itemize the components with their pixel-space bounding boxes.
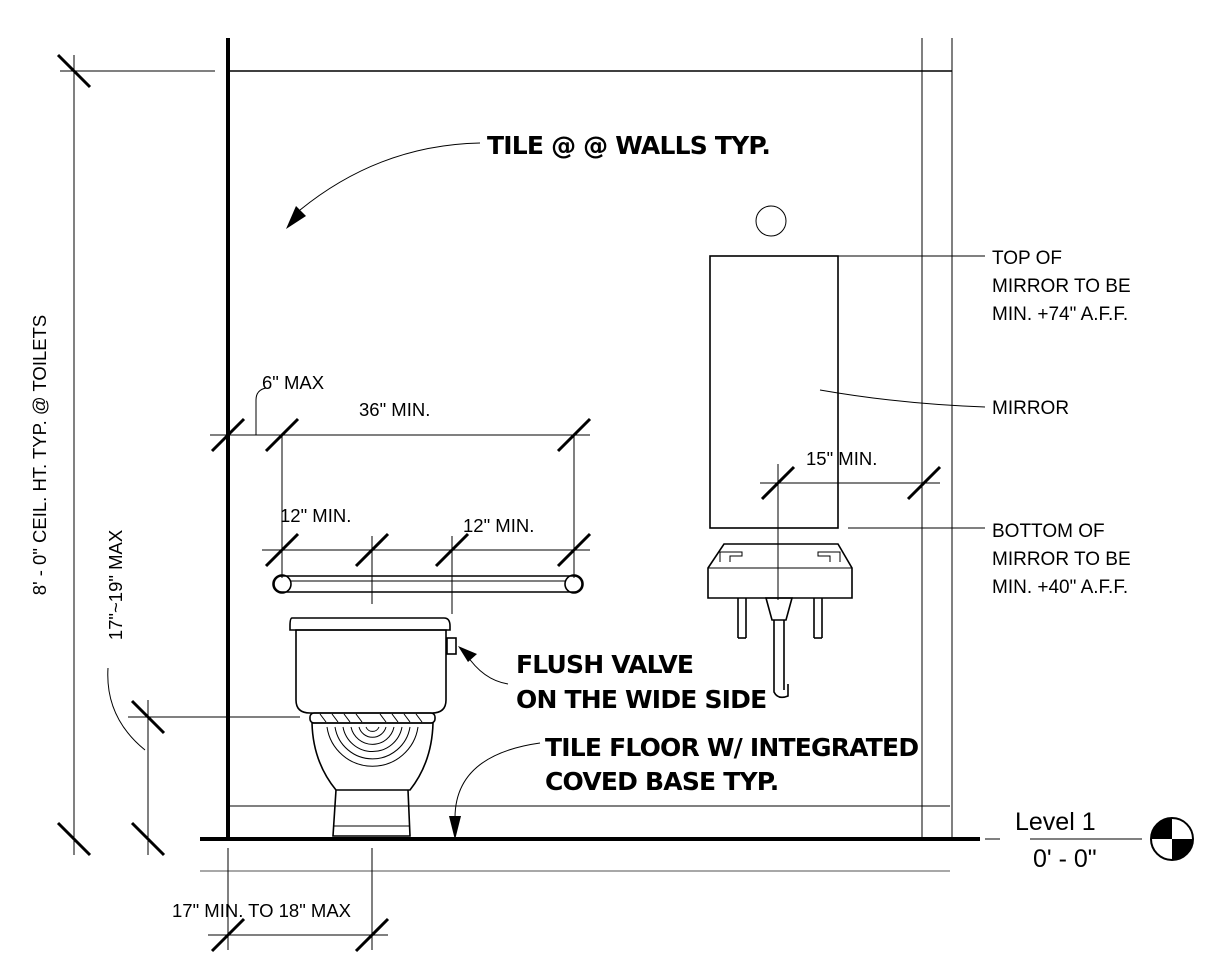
tile-floor-callout-line1: TILE FLOOR W/ INTEGRATED	[545, 733, 918, 762]
toilet-centerline-dimension: 17" MIN. TO 18" MAX	[172, 848, 390, 953]
level-elevation: 0' - 0"	[1033, 845, 1097, 873]
svg-text:TOP OF: TOP OF	[992, 248, 1062, 269]
grab-bar-right-label: 12" MIN.	[463, 515, 534, 536]
grab-bar-left-label: 12" MIN.	[280, 505, 351, 526]
grab-bar-dimensions: 6" MAX 36" MIN. 12" MIN. 12" MIN.	[210, 372, 592, 614]
room-frame	[200, 38, 980, 872]
ceiling-height-label: 8' - 0" CEIL. HT. TYP. @ TOILETS	[29, 315, 50, 595]
mirror	[709, 255, 986, 529]
tile-floor-arrow	[449, 816, 461, 840]
level-target-symbol	[1150, 817, 1194, 861]
toilet-centerline-label: 17" MIN. TO 18" MAX	[172, 900, 351, 921]
grab-bar-length-label: 36" MIN.	[359, 399, 430, 420]
level-name: Level 1	[1015, 808, 1096, 836]
level-marker: Level 1 0' - 0"	[985, 808, 1194, 873]
callout-leaders	[286, 142, 541, 840]
toilet	[289, 617, 457, 837]
tile-walls-arrow	[286, 206, 306, 229]
grab-bar-offset-label: 6" MAX	[262, 372, 324, 393]
top-of-mirror-note: TOP OF MIRROR TO BE MIN. +74" A.F.F.	[992, 248, 1131, 325]
ceiling-height-dimension: 8' - 0" CEIL. HT. TYP. @ TOILETS	[29, 53, 215, 857]
svg-text:MIN. +74" A.F.F.: MIN. +74" A.F.F.	[992, 304, 1128, 325]
svg-text:MIN. +40" A.F.F.: MIN. +40" A.F.F.	[992, 577, 1128, 598]
sink	[707, 543, 853, 699]
seat-height-label: 17"~19" MAX	[105, 530, 126, 640]
tile-floor-callout-line2: COVED BASE TYP.	[545, 767, 778, 796]
wall-fixture-circle	[755, 205, 787, 237]
seat-hatch	[319, 713, 423, 723]
flush-valve-callout-line1: FLUSH VALVE	[516, 650, 693, 679]
bottom-of-mirror-note: BOTTOM OF MIRROR TO BE MIN. +40" A.F.F.	[992, 521, 1131, 598]
flush-valve-arrow	[458, 646, 477, 662]
tile-walls-callout: TILE @ @ WALLS TYP.	[487, 131, 770, 160]
grab-bar	[272, 574, 584, 594]
flush-valve-callout-line2: ON THE WIDE SIDE	[516, 685, 766, 714]
svg-text:MIRROR TO BE: MIRROR TO BE	[992, 276, 1131, 297]
mirror-width-dimension: 15" MIN.	[760, 448, 942, 600]
svg-text:MIRROR TO BE: MIRROR TO BE	[992, 549, 1131, 570]
mirror-note: MIRROR	[992, 398, 1069, 419]
mirror-width-label: 15" MIN.	[806, 448, 877, 469]
svg-text:BOTTOM OF: BOTTOM OF	[992, 521, 1105, 542]
seat-height-dimension: 17"~19" MAX	[105, 530, 300, 857]
